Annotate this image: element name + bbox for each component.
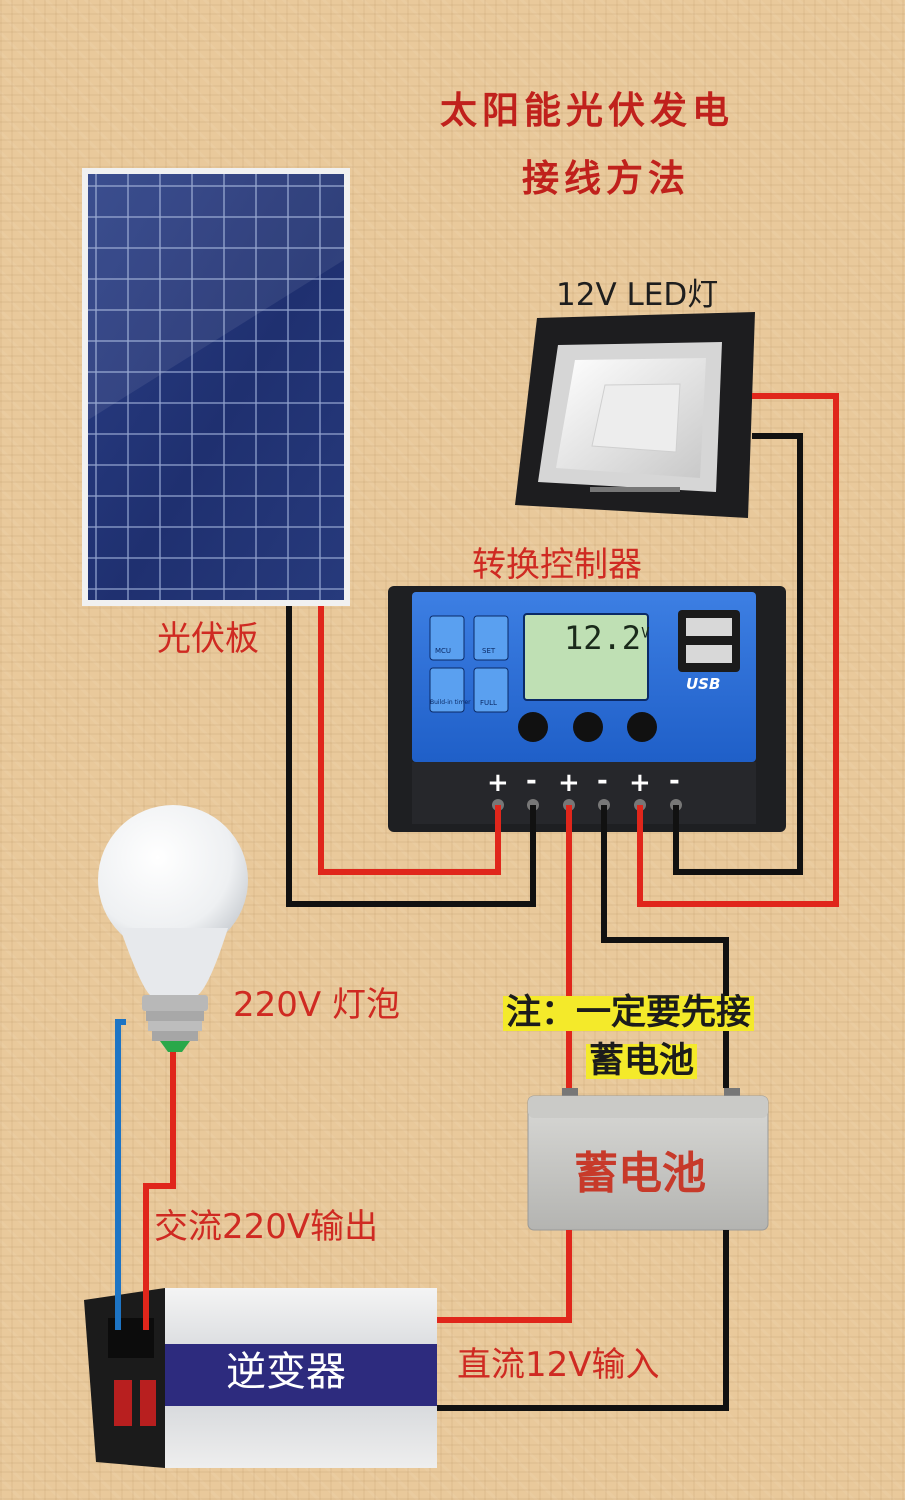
solar-panel-label: 光伏板 [157,619,259,659]
light-bulb [98,805,248,1052]
dc-input-label: 直流12V输入 [457,1345,660,1385]
title-line-2: 接线方法 [522,156,690,200]
note-line-1: 注：一定要先接 [503,996,755,1031]
led-light-label: 12V LED灯 [556,277,719,313]
panel-positive-wire [318,606,501,875]
mcu-button-label: MCU [435,647,452,655]
inverter-label: 逆变器 [226,1349,346,1395]
terminal-load-negative: - [669,766,680,796]
timer-button-label: Build-in timer [430,699,471,706]
load-negative-wire [673,433,803,875]
terminal-panel-positive: + [487,768,509,798]
inverter [84,1288,437,1468]
controller-label: 转换控制器 [472,545,642,585]
terminal-battery-negative: - [597,766,608,796]
full-button-label: FULL [480,699,497,707]
ac-neutral-wire [115,1019,126,1330]
battery-label: 蓄电池 [574,1148,706,1199]
ac-output-label: 交流220V输出 [154,1207,379,1247]
terminal-load-positive: + [629,768,651,798]
load-positive-wire [637,393,839,907]
note-line-2: 蓄电池 [586,1044,698,1079]
panel-negative-wire [286,606,536,907]
ac-live-wire [143,1052,176,1330]
charge-controller [388,586,786,832]
controller-voltage-readout: 12.2V [564,619,650,657]
bulb-label: 220V 灯泡 [233,985,400,1025]
battery [527,1088,769,1231]
set-button-label: SET [482,647,496,655]
terminal-battery-positive: + [558,768,580,798]
led-flood-light [515,312,755,518]
title-line-1: 太阳能光伏发电 [440,88,734,132]
terminal-panel-negative: - [526,766,537,796]
inverter-positive-wire [437,1230,572,1323]
usb-label: USB [686,675,721,693]
inverter-negative-wire [437,1230,729,1411]
solar-panel [82,168,350,606]
